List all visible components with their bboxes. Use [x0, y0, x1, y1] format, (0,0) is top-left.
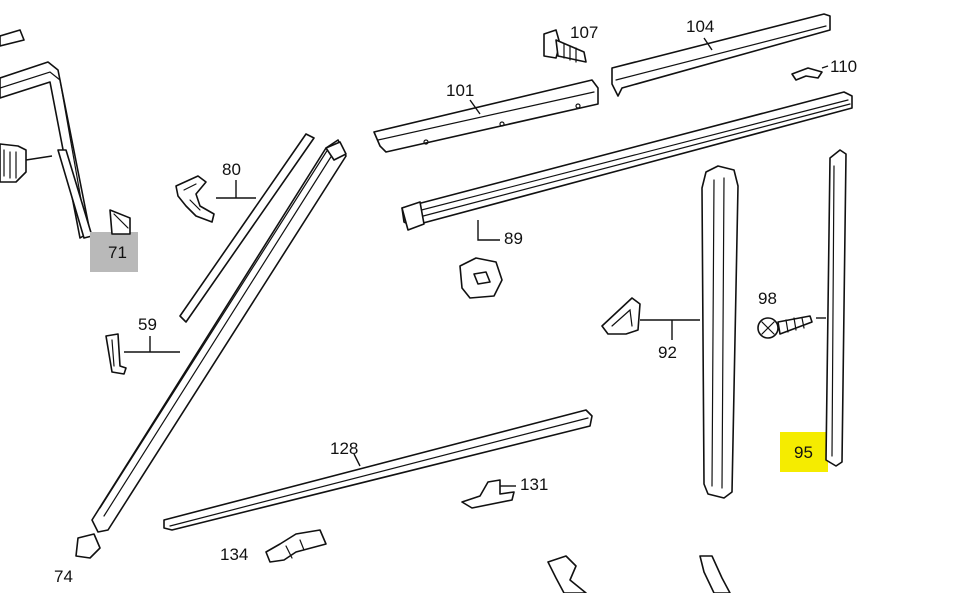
part-95[interactable]: 95 — [780, 149, 847, 472]
part-110-label: 110 — [830, 57, 857, 76]
part-131-label: 131 — [520, 475, 548, 494]
door-frame-fragment — [0, 29, 93, 239]
pillar-strip — [91, 133, 347, 533]
part-98[interactable]: 98 — [757, 289, 813, 339]
part-92-label: 92 — [658, 343, 677, 362]
part-107[interactable]: 107 — [543, 23, 598, 63]
part-104[interactable]: 104 — [611, 13, 831, 97]
part-89-strip — [401, 91, 853, 231]
part-134-label: 134 — [220, 545, 248, 564]
part-131[interactable]: 131 — [461, 475, 548, 509]
part-80-label: 80 — [222, 160, 241, 179]
part-92[interactable]: 92 — [601, 165, 739, 499]
part-134[interactable]: 134 — [220, 529, 327, 564]
part-104-label: 104 — [686, 17, 714, 36]
part-101[interactable]: 101 — [373, 79, 599, 153]
part-74[interactable]: 74 — [54, 533, 101, 586]
part-59-label: 59 — [138, 315, 157, 334]
part-74-label: 74 — [54, 567, 73, 586]
part-80[interactable]: 80 — [175, 160, 256, 223]
part-95-label: 95 — [794, 443, 813, 462]
part-128-label: 128 — [330, 439, 358, 458]
part-89-label: 89 — [504, 229, 523, 248]
part-59[interactable]: 59 — [105, 315, 180, 375]
part-110[interactable]: 110 — [791, 57, 857, 81]
part-71-highlight — [90, 232, 138, 272]
part-107-label: 107 — [570, 23, 598, 42]
bottom-bracket — [547, 555, 731, 593]
part-95-highlight — [780, 432, 828, 472]
part-71-label: 71 — [108, 243, 127, 262]
part-101-label: 101 — [446, 81, 474, 100]
part-71[interactable]: 71 — [90, 209, 138, 272]
part-98-label: 98 — [758, 289, 777, 308]
part-128[interactable]: 128 — [163, 409, 593, 531]
part-89[interactable]: 89 — [459, 220, 523, 299]
